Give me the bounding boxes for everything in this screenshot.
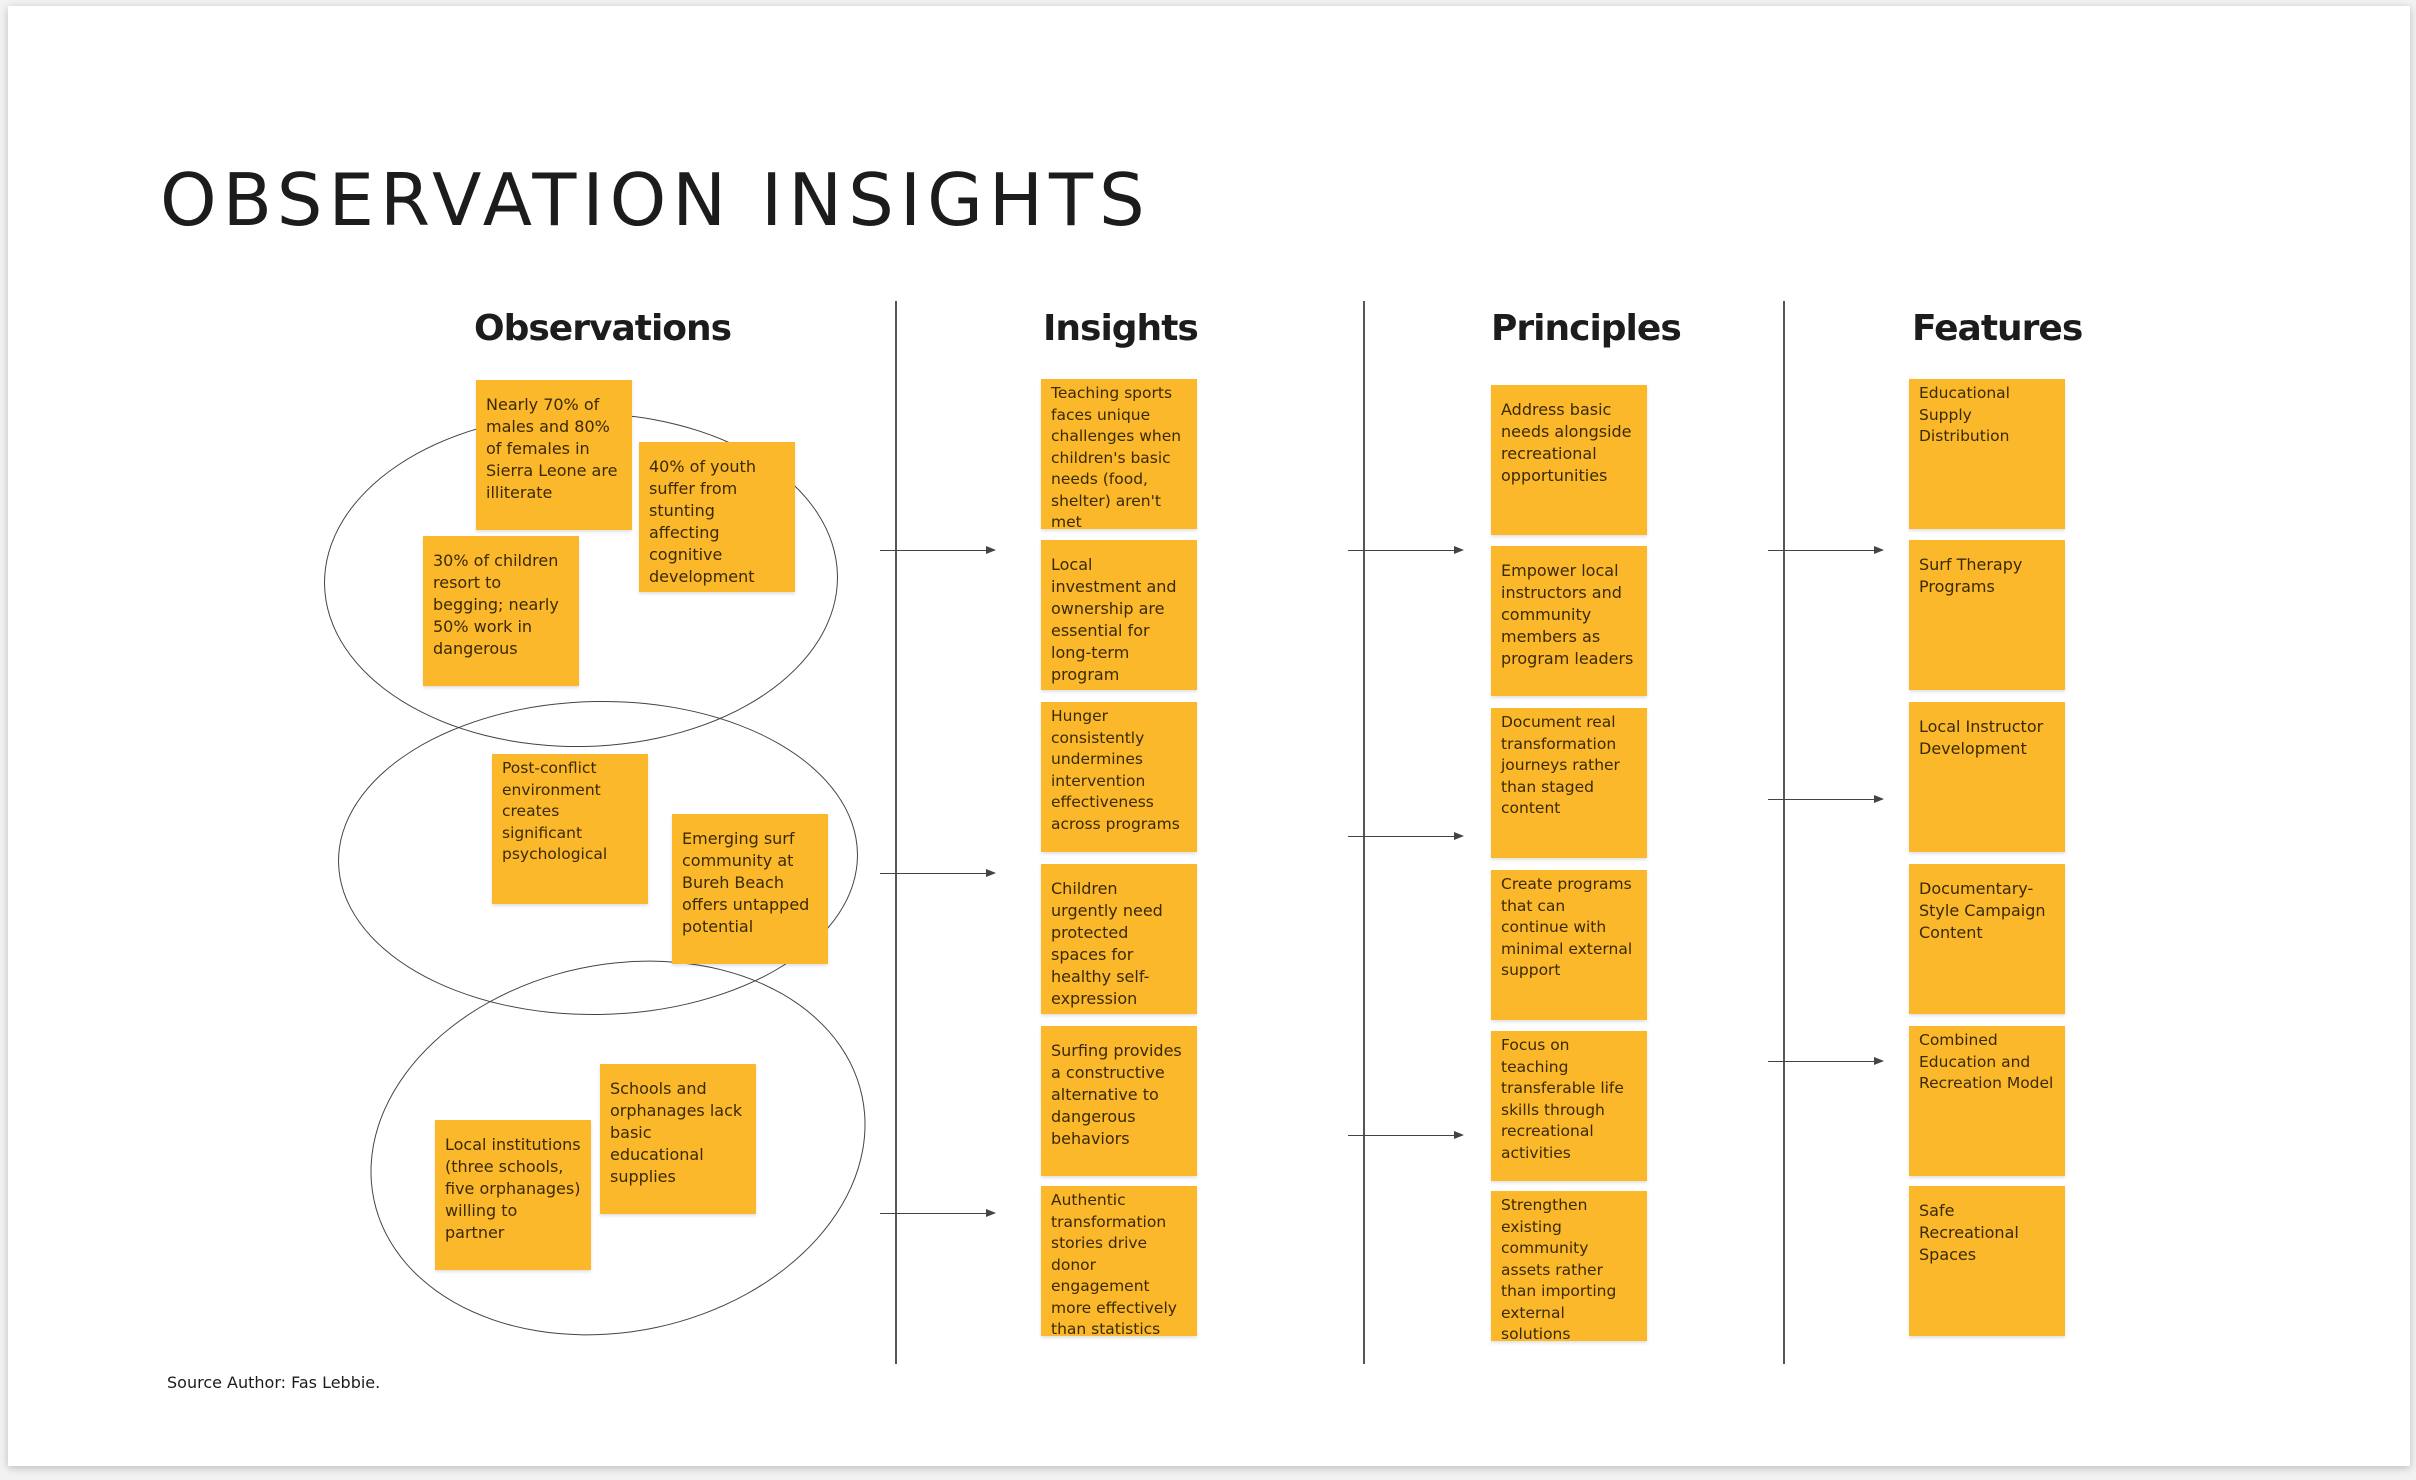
observation-note: 40% of youth suffer from stunting affect… (639, 442, 795, 592)
observation-note: Schools and orphanages lack basic educat… (600, 1064, 756, 1214)
observation-note: Local institutions (three schools, five … (435, 1120, 591, 1270)
principle-note: Address basic needs alongside recreation… (1491, 385, 1647, 535)
column-header-insights: Insights (1043, 308, 1199, 349)
observation-note: Emerging surf community at Bureh Beach o… (672, 814, 828, 964)
source-credit: Source Author: Fas Lebbie. (167, 1373, 381, 1392)
flow-arrow (1768, 545, 1884, 554)
insight-note: Local investment and ownership are essen… (1041, 540, 1197, 690)
feature-note: Combined Education and Recreation Model (1909, 1026, 2065, 1176)
flow-arrow (1348, 1130, 1464, 1139)
flow-arrow (1348, 545, 1464, 554)
column-header-principles: Principles (1491, 308, 1682, 349)
feature-note: Safe Recreational Spaces (1909, 1186, 2065, 1336)
insight-note: Hunger consistently undermines intervent… (1041, 702, 1197, 852)
column-divider (1783, 301, 1785, 1364)
feature-note: Surf Therapy Programs (1909, 540, 2065, 690)
observation-note: Nearly 70% of males and 80% of females i… (476, 380, 632, 530)
observation-note: 30% of children resort to begging; nearl… (423, 536, 579, 686)
flow-arrow (880, 868, 996, 877)
insight-note: Teaching sports faces unique challenges … (1041, 379, 1197, 529)
observation-note: Post-conflict environment creates signif… (492, 754, 648, 904)
flow-arrow (880, 1208, 996, 1217)
column-divider (1363, 301, 1365, 1364)
column-divider (895, 301, 897, 1364)
insight-note: Surfing provides a constructive alternat… (1041, 1026, 1197, 1176)
insight-note: Authentic transformation stories drive d… (1041, 1186, 1197, 1336)
page-title: OBSERVATION INSIGHTS (160, 158, 1151, 242)
principle-note: Focus on teaching transferable life skil… (1491, 1031, 1647, 1181)
flow-arrow (1348, 831, 1464, 840)
flow-arrow (1768, 1056, 1884, 1065)
feature-note: Local Instructor Development (1909, 702, 2065, 852)
principle-note: Document real transformation journeys ra… (1491, 708, 1647, 858)
slide: OBSERVATION INSIGHTS Observations Insigh… (8, 6, 2410, 1466)
feature-note: Documentary-Style Campaign Content (1909, 864, 2065, 1014)
flow-arrow (1768, 794, 1884, 803)
column-header-observations: Observations (474, 308, 732, 349)
principle-note: Empower local instructors and community … (1491, 546, 1647, 696)
feature-note: Educational Supply Distribution (1909, 379, 2065, 529)
insight-note: Children urgently need protected spaces … (1041, 864, 1197, 1014)
principle-note: Create programs that can continue with m… (1491, 870, 1647, 1020)
principle-note: Strengthen existing community assets rat… (1491, 1191, 1647, 1341)
column-header-features: Features (1912, 308, 2083, 349)
flow-arrow (880, 545, 996, 554)
